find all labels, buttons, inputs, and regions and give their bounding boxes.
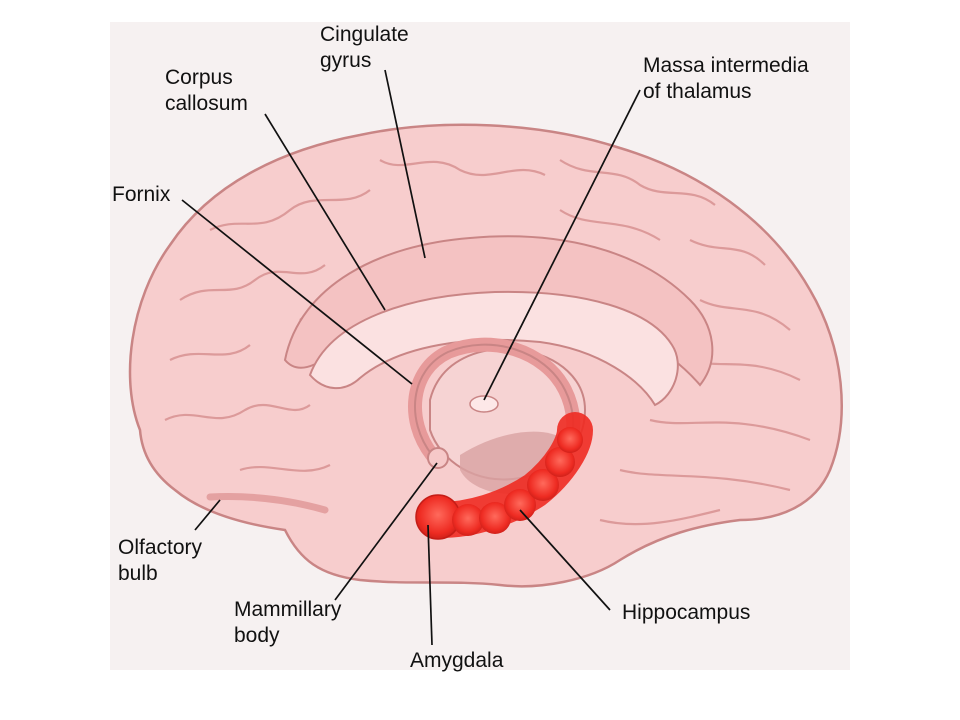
leader-fornix [181,199,413,385]
leader-amygdala [427,524,433,646]
label-fornix: Fornix [112,182,170,208]
label-massa-intermedia-line2: of thalamus [643,80,752,103]
label-massa-intermedia-line1: Massa intermedia [643,54,809,77]
label-amygdala-line1: Amygdala [410,649,504,672]
label-mammillary-body: Mammillary body [234,597,341,649]
mammillary-body [427,447,449,469]
label-hippocampus-line1: Hippocampus [622,601,751,624]
label-mammillary-body-line1: Mammillary [234,598,342,621]
label-corpus-callosum: Corpus callosum [165,65,248,117]
leader-mammillary [334,462,438,601]
corpus-callosum [308,290,679,407]
leader-hippocampus [519,509,611,611]
label-fornix-line1: Fornix [112,183,171,206]
label-cingulate-gyrus-line2: gyrus [320,49,372,72]
label-corpus-callosum-line1: Corpus [165,66,233,89]
label-cingulate-gyrus-line1: Cingulate [320,23,409,46]
leader-lines [181,69,641,646]
massa-intermedia [469,395,499,413]
limbic-red-structures [415,412,593,540]
leader-corpus-callosum [264,113,386,311]
olfactory-tract [206,493,329,514]
label-massa-intermedia: Massa intermedia of thalamus [643,53,809,105]
leader-cingulate [384,69,426,259]
label-olfactory-bulb-line1: Olfactory [118,536,203,559]
label-amygdala: Amygdala [410,648,503,674]
label-mammillary-body-line2: body [234,624,280,647]
label-hippocampus: Hippocampus [622,600,750,626]
label-olfactory-bulb: Olfactory bulb [118,535,202,587]
label-olfactory-bulb-line2: bulb [118,562,158,585]
label-cingulate-gyrus: Cingulate gyrus [320,22,409,74]
leader-massa-intermedia [483,89,641,401]
leader-olfactory [194,499,221,531]
label-corpus-callosum-line2: callosum [165,92,248,115]
